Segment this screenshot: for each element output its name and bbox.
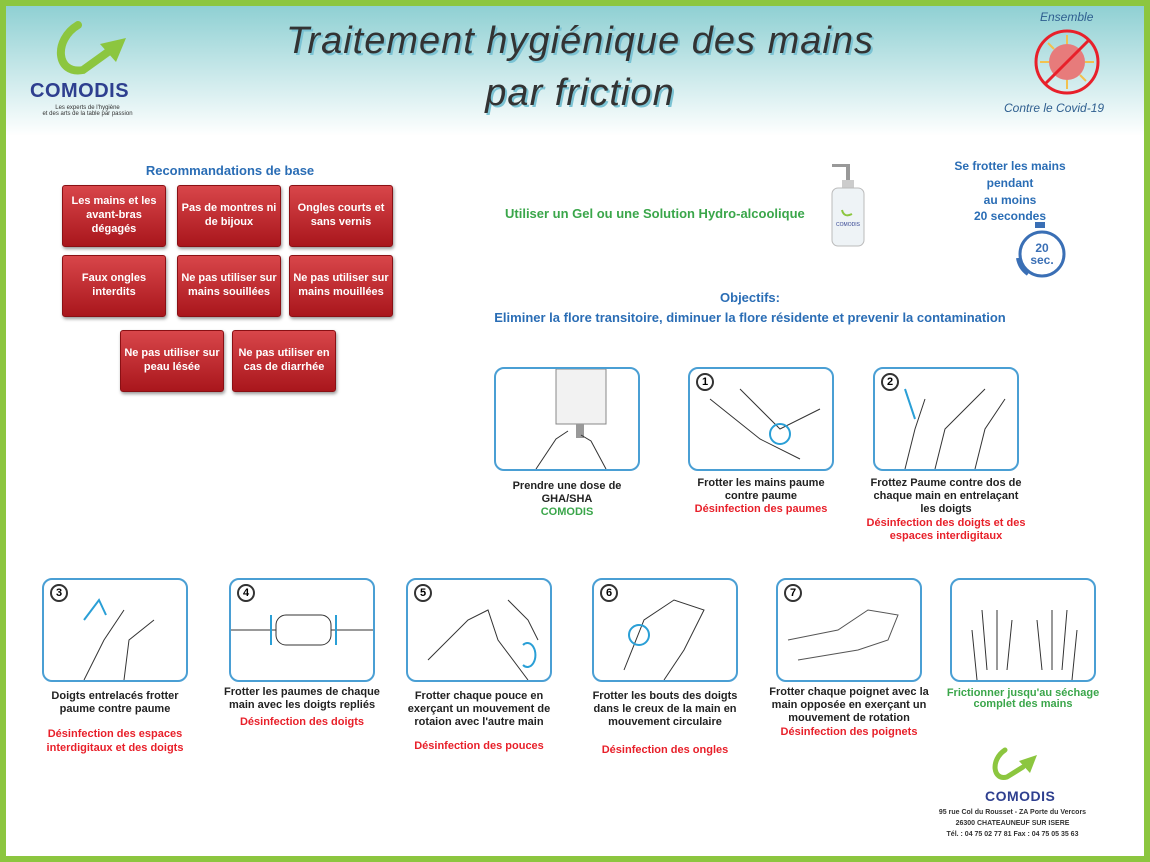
step-card-dry [950, 578, 1096, 682]
objectives-title: Objectifs: [720, 290, 780, 305]
rec-item: Ne pas utiliser sur mains mouillées [289, 255, 393, 317]
step-number: 7 [784, 584, 802, 602]
rec-item: Ongles courts et sans vernis [289, 185, 393, 247]
caption-result: Désinfection des paumes [694, 503, 828, 516]
timer-text: Se frotter les mains pendant au moins 20 s… [940, 158, 1080, 225]
rec-item: Pas de montres ni de bijoux [177, 185, 281, 247]
bottle-label: COMODIS [836, 222, 860, 228]
step-card-6: 6 [592, 578, 738, 682]
rec-item: Ne pas utiliser en cas de diarrhée [232, 330, 336, 392]
step-card-1: 1 [688, 367, 834, 471]
phone-line: Tél. : 04 75 02 77 81 Fax : 04 75 05 35 … [946, 831, 1079, 839]
step-number: 6 [600, 584, 618, 602]
caption-text: Prendre une dose de GHA/SHA [512, 480, 622, 506]
step-card-dose [494, 367, 640, 471]
step-caption: Frotter chaque poignet avec la main oppo… [769, 686, 929, 739]
footer-logo-name: COMODIS [985, 788, 1056, 804]
caption-text: Frotter les bouts des doigts dans le cre… [592, 690, 738, 729]
caption-result: Désinfection des espaces interdigitaux e… [46, 728, 184, 754]
badge-sec: sec. [1030, 253, 1054, 267]
caption-text: Frottez Paume contre dos de chaque main … [870, 477, 1022, 516]
badge-20: 20 [1035, 241, 1049, 255]
open-hands-icon [971, 609, 1078, 680]
objectives-text: Eliminer la flore transitoire, diminuer … [494, 310, 1006, 325]
footer-address: 95 rue Col du Rousset - ZA Porte du Verc… [920, 807, 1105, 841]
step-caption: Frottez Paume contre dos de chaque main … [866, 477, 1026, 543]
header-band [6, 6, 1144, 136]
rec-item: Ne pas utiliser sur peau lésée [120, 330, 224, 392]
back-of-hand-icon [904, 388, 1006, 469]
step-card-5: 5 [406, 578, 552, 682]
covid-top-text: Ensemble [1040, 10, 1094, 24]
step-caption: Frotter les paumes de chaque main avec l… [222, 686, 382, 730]
timer-line-1: Se frotter les mains pendant [954, 159, 1066, 190]
step-number: 1 [696, 373, 714, 391]
address-line: 95 rue Col du Rousset - ZA Porte du Verc… [938, 809, 1087, 816]
step-caption: Doigts entrelacés frotter paume contre p… [35, 690, 195, 755]
step-result: Désinfection des pouces [414, 740, 544, 752]
step-number: 2 [881, 373, 899, 391]
caption-text: Doigts entrelacés frotter paume contre p… [51, 690, 179, 716]
caption-text: Frotter chaque poignet avec la main oppo… [769, 686, 929, 725]
caption-result: Désinfection des ongles [601, 743, 729, 756]
footer-logo-swoosh-icon [992, 747, 1037, 780]
caption-text: Frotter les paumes de chaque main avec l… [224, 686, 380, 712]
stopwatch-icon [1016, 222, 1066, 278]
step-card-4: 4 [229, 578, 375, 682]
step-number: 5 [414, 584, 432, 602]
step-card-3: 3 [42, 578, 188, 682]
dispenser-hands-icon [535, 369, 607, 469]
thumb-rotation-icon [427, 599, 539, 680]
step-number: 4 [237, 584, 255, 602]
logo-name: COMODIS [30, 80, 130, 102]
interlaced-fingers-icon [83, 598, 155, 680]
covid-bottom-text: Contre le Covid-19 [1004, 101, 1105, 115]
timer-line-2: au moins [983, 192, 1037, 207]
recommendations-title: Recommandations de base [145, 163, 315, 178]
wrist-rotation-icon [787, 609, 899, 661]
address-line: 26300 CHATEAUNEUF SUR ISERE [955, 820, 1070, 828]
step-card-7: 7 [776, 578, 922, 682]
bottle-icon [831, 164, 865, 247]
caption-result: Désinfection des doigts [239, 716, 365, 729]
logo-swoosh-icon [57, 21, 126, 75]
gel-text: Utiliser un Gel ou une Solution Hydro-al… [505, 206, 805, 221]
tagline-2: et des arts de la table par passion [42, 111, 133, 117]
title-line-2: par friction [485, 72, 675, 114]
timer-line-3: 20 secondes [973, 209, 1047, 224]
caption-result: Désinfection des poignets [780, 725, 918, 738]
caption-brand: COMODIS [540, 506, 594, 519]
tagline-1: Les experts de l'hygiène [55, 105, 120, 111]
rec-item: Les mains et les avant-bras dégagés [62, 185, 166, 247]
step-number: 3 [50, 584, 68, 602]
gel-bottle: COMODIS [820, 160, 880, 255]
caption-text: Frotter les mains paume contre paume [697, 477, 825, 503]
caption-text: Frotter chaque pouce en exerçant un mouv… [407, 690, 551, 729]
step-caption: Frotter chaque pouce en exerçant un mouv… [399, 690, 559, 732]
no-virus-icon [1034, 29, 1100, 95]
comodis-logo [38, 20, 138, 85]
rec-item: Faux ongles interdits [62, 255, 166, 317]
step-caption-dry: Frictionner jusqu'au séchage complet des… [946, 687, 1100, 710]
step-card-2: 2 [873, 367, 1019, 471]
rec-item: Ne pas utiliser sur mains souillées [177, 255, 281, 317]
folded-fingers-icon [231, 614, 373, 646]
step-caption: Frotter les bouts des doigts dans le cre… [585, 690, 745, 757]
palm-rub-icon [709, 388, 821, 460]
caption-result: Désinfection des doigts et des espaces i… [866, 516, 1026, 542]
fingertips-circle-icon [623, 599, 705, 680]
title-line-1: Traitement hygiénique des mains [286, 20, 874, 62]
